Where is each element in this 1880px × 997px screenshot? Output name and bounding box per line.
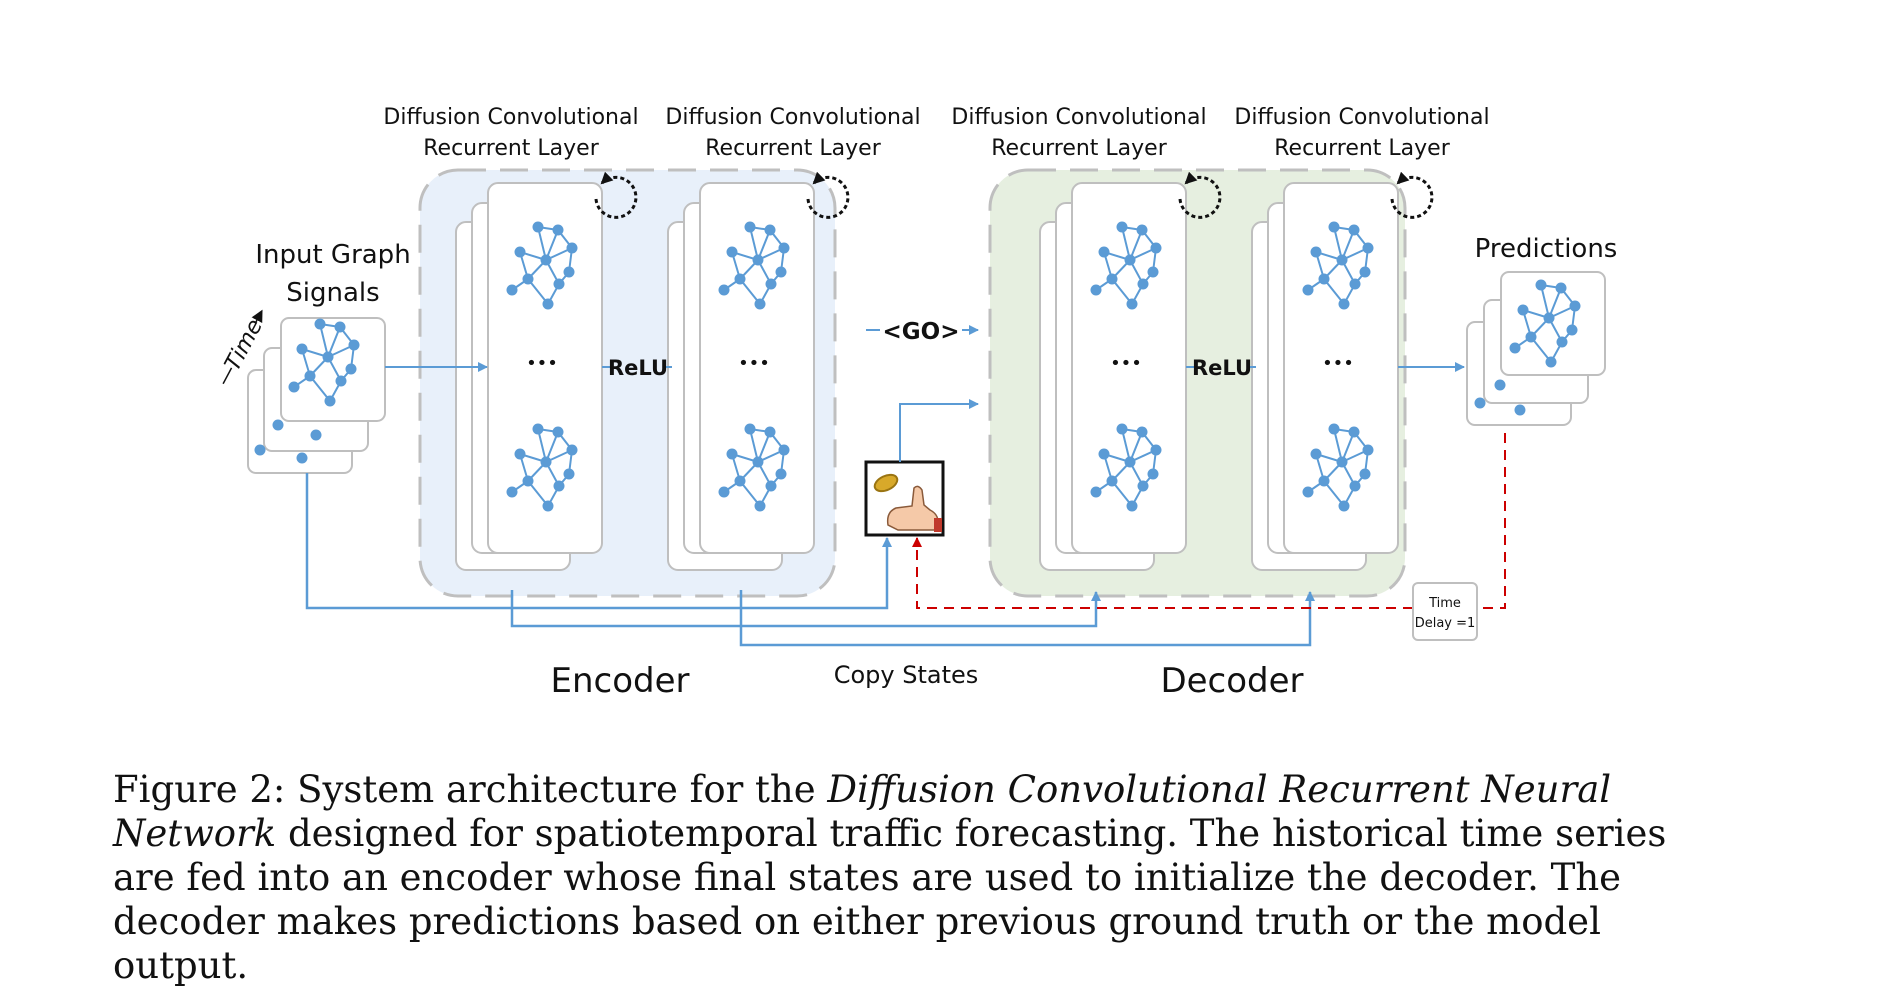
svg-text:Time: Time <box>1428 596 1461 611</box>
svg-text:Recurrent Layer: Recurrent Layer <box>705 136 881 161</box>
svg-text:Recurrent Layer: Recurrent Layer <box>423 136 599 161</box>
input-graph-stack <box>247 317 386 474</box>
predictions-label: Predictions <box>1475 234 1618 264</box>
encoder-relu: ReLU <box>602 356 672 380</box>
coin-flip-icon <box>864 460 945 537</box>
input-label: Input Graph Signals <box>255 240 410 308</box>
dcrnn-architecture-diagram: Diffusion Convolutional Recurrent Layer … <box>220 105 1618 701</box>
svg-text:Diffusion Convolutional: Diffusion Convolutional <box>383 105 638 130</box>
svg-text:ReLU: ReLU <box>608 356 668 380</box>
decoder-relu: ReLU <box>1186 356 1256 380</box>
coin-to-decoder-arrow <box>899 399 979 462</box>
time-delay-box: Time Delay =1 <box>1412 582 1478 641</box>
ellipsis: ••• <box>738 353 770 374</box>
predictions-graph-stack <box>1466 271 1606 426</box>
encoder-layer-2: ••• <box>667 177 848 571</box>
encoder-layer-1: ••• <box>455 177 636 571</box>
encoder-layer-2-title: Diffusion Convolutional Recurrent Layer <box>665 105 920 161</box>
svg-text:Recurrent Layer: Recurrent Layer <box>1274 136 1450 161</box>
svg-text:Input Graph: Input Graph <box>255 240 410 270</box>
copy-states-path-2 <box>739 590 1315 647</box>
ground-truth-path <box>305 473 892 610</box>
caption-model-name: Diffusion Convolutional Recurrent Neural… <box>113 768 1612 855</box>
svg-text:Delay =1: Delay =1 <box>1415 616 1476 631</box>
decoder-layer-1: ••• <box>1039 177 1220 571</box>
caption-body: designed for spatiotemporal traffic fore… <box>113 812 1667 987</box>
svg-text:Diffusion Convolutional: Diffusion Convolutional <box>665 105 920 130</box>
ellipsis: ••• <box>526 353 558 374</box>
svg-text:Recurrent Layer: Recurrent Layer <box>991 136 1167 161</box>
decoder-layer-2: ••• <box>1251 177 1432 571</box>
svg-text:Time: Time <box>220 315 268 375</box>
decoder-label: Decoder <box>1160 661 1303 701</box>
ellipsis: ••• <box>1110 353 1142 374</box>
feedback-path <box>1477 433 1506 609</box>
encoder-layer-1-title: Diffusion Convolutional Recurrent Layer <box>383 105 638 161</box>
caption-prefix: Figure 2: System architecture for the <box>113 768 828 811</box>
encoder-label: Encoder <box>550 661 689 701</box>
ellipsis: ••• <box>1322 353 1354 374</box>
svg-text:Diffusion Convolutional: Diffusion Convolutional <box>1234 105 1489 130</box>
copy-states-label: Copy States <box>834 661 979 689</box>
svg-text:<GO>: <GO> <box>883 319 960 345</box>
decoder-layer-1-title: Diffusion Convolutional Recurrent Layer <box>951 105 1206 161</box>
figure-caption: Figure 2: System architecture for the Di… <box>113 768 1733 988</box>
feedback-path-return <box>912 537 1413 609</box>
svg-text:ReLU: ReLU <box>1192 356 1252 380</box>
decoder-layer-2-title: Diffusion Convolutional Recurrent Layer <box>1234 105 1489 161</box>
go-token: <GO> <box>866 319 979 345</box>
copy-states-path-1 <box>510 590 1101 628</box>
svg-text:Diffusion Convolutional: Diffusion Convolutional <box>951 105 1206 130</box>
svg-text:Signals: Signals <box>286 278 379 308</box>
